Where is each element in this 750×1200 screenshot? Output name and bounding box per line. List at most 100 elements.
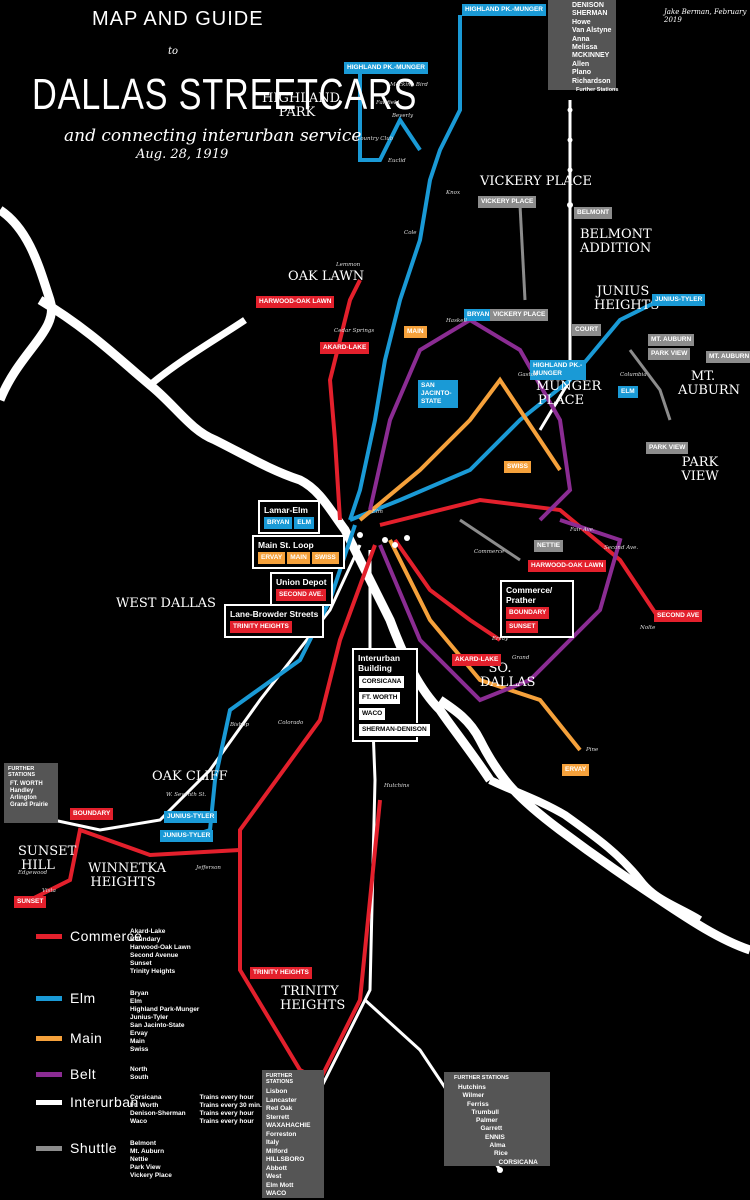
callout-main-st-loop: Main St. Loop ERVAY MAIN SWISS xyxy=(252,535,345,569)
station-name: Richardson xyxy=(572,77,611,85)
tag-main: MAIN xyxy=(287,552,310,564)
legend-label: Main xyxy=(70,1030,103,1046)
legend-label: Belt xyxy=(70,1066,97,1082)
label-park-view: PARK VIEW xyxy=(681,455,719,484)
legend-route-name: Ervay xyxy=(130,1030,148,1037)
legend-label: Shuttle xyxy=(70,1140,118,1156)
label-belmont-addition: BELMONT ADDITION xyxy=(580,227,652,256)
tag-nettie: NETTIE xyxy=(534,540,564,552)
tag-park-view: PARK VIEW xyxy=(648,348,691,360)
legend-route-name: Harwood-Oak Lawn xyxy=(130,944,191,951)
tag-sunset: SUNSET xyxy=(506,621,539,633)
tag-park-view: PARK VIEW xyxy=(646,442,689,454)
street-label: Colorado xyxy=(278,720,304,726)
label-west-dallas: WEST DALLAS xyxy=(116,596,216,611)
station-name: Elm Mott xyxy=(266,1181,294,1189)
legend-route-name: Junius-Tyler xyxy=(130,1014,169,1021)
label-oak-cliff: OAK CLIFF xyxy=(152,769,228,784)
station-name: Handley xyxy=(10,788,34,794)
legend-route-name: Denison-Sherman xyxy=(130,1110,186,1117)
legend-route-name: Vickery Place xyxy=(130,1172,172,1179)
tag-mt-auburn: MT. AUBURN xyxy=(648,334,695,346)
tag-second-ave: SECOND AVE xyxy=(654,610,703,622)
callout-lane-browder: Lane-Browder Streets TRINITY HEIGHTS xyxy=(224,604,325,638)
station-name: Garrett xyxy=(480,1125,503,1133)
street-label: Elm xyxy=(372,509,383,515)
legend-swatch xyxy=(36,996,62,1001)
tag-junius-tyler: JUNIUS-TYLER xyxy=(652,294,706,306)
legend-frequency-text: Trains every hour xyxy=(199,1118,254,1125)
legend-swatch xyxy=(36,1072,62,1077)
callout-union-depot: Union Depot SECOND AVE. xyxy=(270,572,333,606)
tag-bryan: BRYAN xyxy=(464,309,493,321)
legend-route-name: Second Avenue xyxy=(130,952,179,959)
shuttle-mt-auburn xyxy=(628,349,672,421)
tag-mt-auburn: MT. AUBURN xyxy=(706,351,750,363)
legend-route-name: Mt. Auburn xyxy=(130,1148,165,1155)
station-name: HILLSBORO xyxy=(266,1156,305,1163)
legend-frequency-text: Trains every 30 min. xyxy=(199,1102,262,1109)
street-label: Haskell xyxy=(446,318,468,324)
station-name: Alma xyxy=(489,1142,506,1150)
callout-interurban-building: Interurban Building CORSICANA FT. WORTH … xyxy=(352,648,431,742)
street-label: Columbia xyxy=(620,372,647,378)
station-name: Forreston xyxy=(266,1130,297,1138)
legend-route-name: Waco xyxy=(130,1118,148,1125)
author-credit: Jake Berman, February 2019 xyxy=(664,8,747,24)
title-to: to xyxy=(168,46,179,57)
street-label: Jefferson xyxy=(196,865,221,871)
commerce-line-second-ave xyxy=(379,497,662,622)
commerce-line-trinity-heights xyxy=(238,544,382,1083)
tag-belmont: BELMONT xyxy=(574,207,613,219)
station-name: Van Alstyne xyxy=(572,27,612,35)
label-sunset-hill: SUNSET HILL xyxy=(18,844,77,873)
label-winnetka-heights: WINNETKA HEIGHTS xyxy=(88,861,166,890)
tag-san-jacinto-state: SAN JACINTO-STATE xyxy=(418,380,458,408)
tag-main: MAIN xyxy=(404,326,427,338)
legend-route-name: Highland Park-Munger xyxy=(130,1006,200,1013)
legend-route-name: South xyxy=(130,1074,149,1081)
tag-swiss: SWISS xyxy=(311,552,339,564)
street-label: Hutchins xyxy=(384,783,410,789)
callout-title: Lane-Browder Streets xyxy=(230,609,319,619)
legend-route-name: Corsicana xyxy=(130,1094,162,1101)
belt-line-north xyxy=(368,317,573,522)
elm-line-highland-park xyxy=(348,15,462,521)
trinity-river-south xyxy=(437,696,750,955)
stations-fw-header: FURTHER STATIONS xyxy=(8,766,35,778)
station-name: Milford xyxy=(266,1147,288,1155)
label-vickery-place: VICKERY PLACE xyxy=(480,174,592,189)
tag-corsicana: CORSICANA xyxy=(358,675,406,689)
station-name: Abbott xyxy=(266,1164,287,1172)
elm-line-highland-park-loop xyxy=(358,70,422,162)
elm-line-junius-tyler xyxy=(349,298,661,522)
tag-boundary: BOUNDARY xyxy=(506,607,550,619)
trinity-river-bend xyxy=(488,776,703,924)
street-label: Gaston xyxy=(518,372,538,378)
stations-south-header: FURTHER STATIONS xyxy=(266,1073,293,1085)
legend-swatch xyxy=(36,1100,62,1105)
map-date: Aug. 28, 1919 xyxy=(136,147,229,162)
tag-ft-worth: FT. WORTH xyxy=(358,691,402,705)
tag-elm: ELM xyxy=(294,517,315,529)
station-name: Lancaster xyxy=(266,1096,297,1104)
street-label: Edgewood xyxy=(18,870,48,876)
tag-highland-pk-munger: HIGHLAND PK.-MUNGER xyxy=(462,4,546,16)
tag-elm: ELM xyxy=(618,386,638,398)
street-label: Pine xyxy=(586,747,599,753)
legend-route-name: North xyxy=(130,1066,148,1073)
legend-route-name: San Jacinto-State xyxy=(130,1022,185,1029)
legend-route-name: Sunset xyxy=(130,960,152,967)
legend-frequency-text: Trains every hour xyxy=(199,1094,254,1101)
